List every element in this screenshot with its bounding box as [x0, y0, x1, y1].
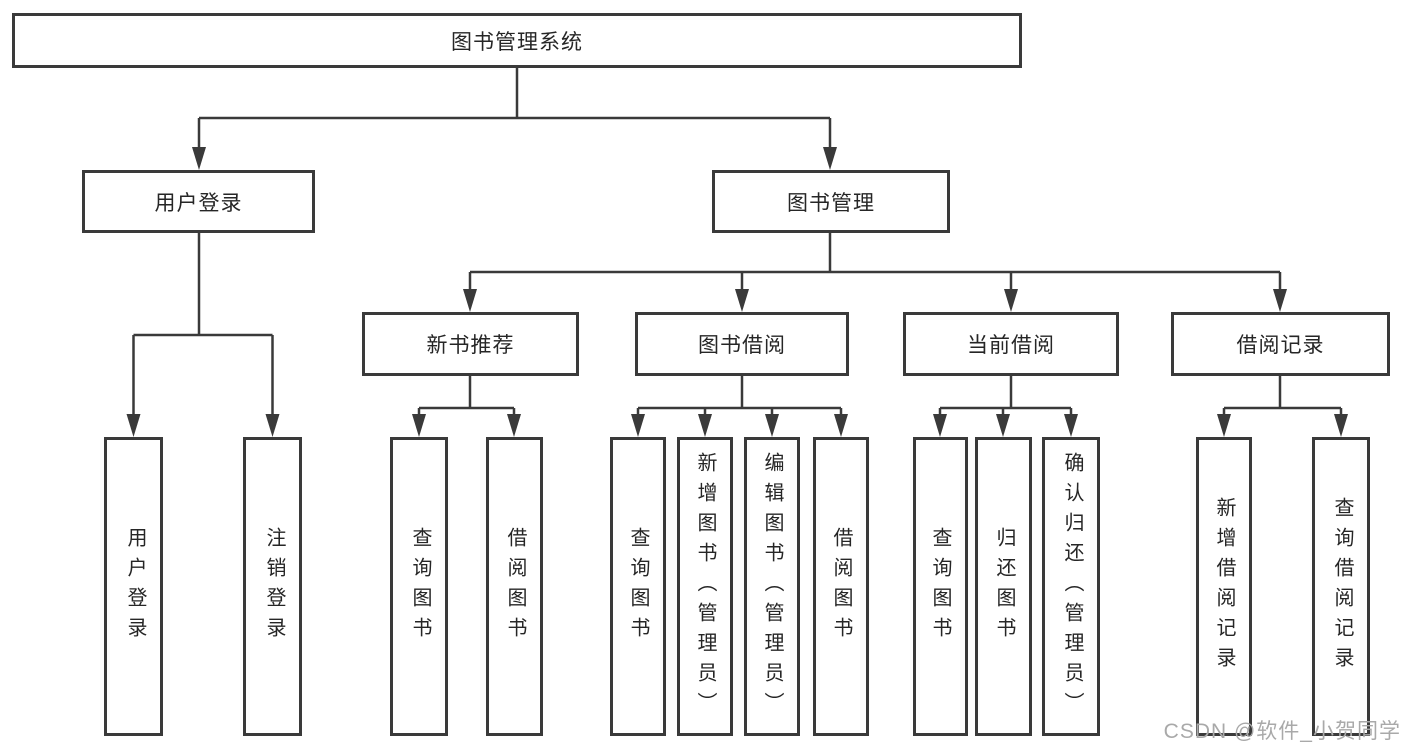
- edge-root-to-level2: [197, 68, 832, 148]
- leaf-query-borrow-record: 查询借阅记录: [1312, 437, 1370, 736]
- leaf-edit-books-admin: 编辑图书（管理员）: [744, 437, 800, 736]
- arrowheads: [126, 147, 1348, 437]
- node-borrow-records: 借阅记录: [1171, 312, 1390, 376]
- edge-new-book-to-children: [417, 376, 516, 415]
- leaf-borrow-books: 借阅图书: [813, 437, 869, 736]
- edge-borrow-records-to-children: [1222, 376, 1343, 415]
- leaf-user-login: 用户登录: [104, 437, 163, 736]
- leaf-logout: 注销登录: [243, 437, 302, 736]
- csdn-watermark: CSDN @软件_小贺同学: [1163, 720, 1401, 743]
- leaf-add-borrow-record: 新增借阅记录: [1196, 437, 1252, 736]
- edge-current-borrow-to-children: [938, 376, 1073, 415]
- leaf-query-books-current: 查询图书: [913, 437, 968, 736]
- leaf-return-books: 归还图书: [975, 437, 1032, 736]
- node-current-borrow: 当前借阅: [903, 312, 1119, 376]
- leaf-confirm-return-admin: 确认归还（管理员）: [1042, 437, 1100, 736]
- edge-user-login-to-children: [132, 233, 274, 415]
- node-book-management: 图书管理: [712, 170, 950, 233]
- leaf-query-books-borrow: 查询图书: [610, 437, 666, 736]
- leaf-borrow-books-recommend: 借阅图书: [486, 437, 543, 736]
- node-library-management-system: 图书管理系统: [12, 13, 1022, 68]
- node-user-login: 用户登录: [82, 170, 315, 233]
- leaf-add-books-admin: 新增图书（管理员）: [677, 437, 733, 736]
- node-book-borrow: 图书借阅: [635, 312, 849, 376]
- edge-book-borrow-to-children: [636, 376, 843, 415]
- edge-book-mgmt-to-children: [468, 233, 1282, 290]
- leaf-query-books-recommend: 查询图书: [390, 437, 448, 736]
- node-new-book-recommend: 新书推荐: [362, 312, 579, 376]
